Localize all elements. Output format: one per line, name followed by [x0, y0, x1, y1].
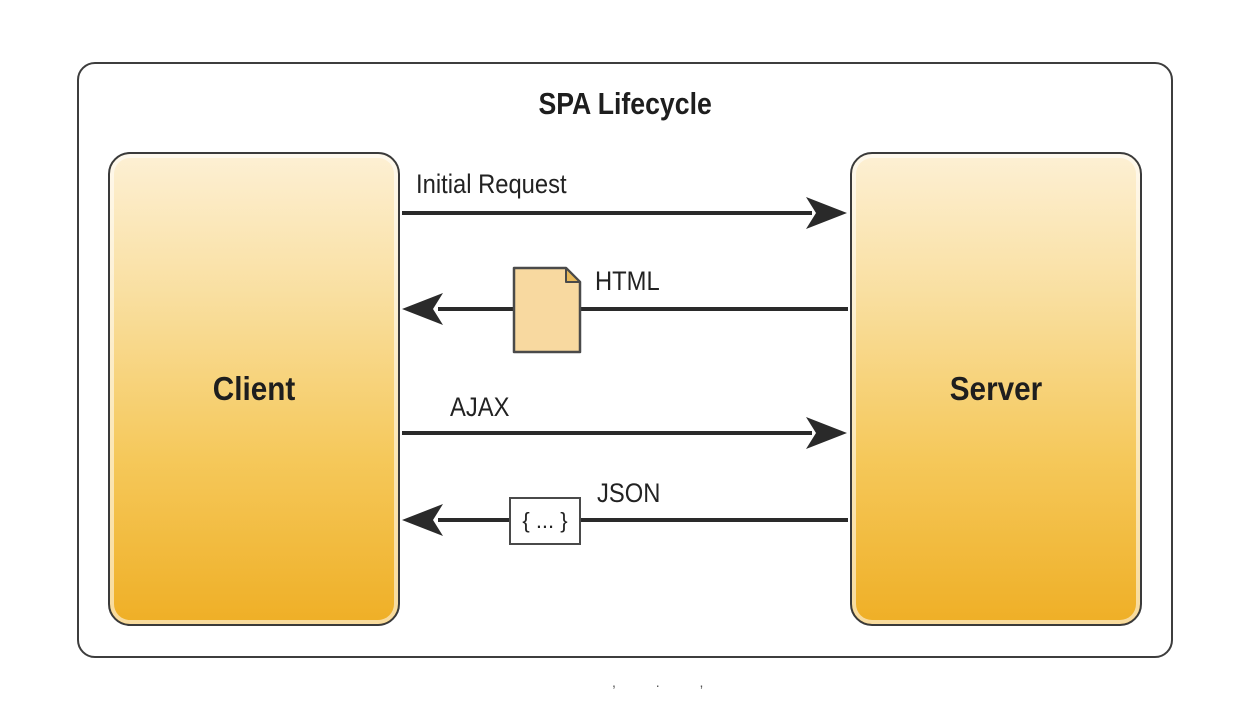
server-node: Server — [850, 152, 1142, 626]
edge-label-ajax: AJAX — [450, 392, 510, 422]
server-label: Server — [949, 370, 1043, 407]
edge-label-initial-request: Initial Request — [416, 169, 567, 199]
diagram-title: SPA Lifecycle — [538, 86, 712, 121]
client-node: Client — [108, 152, 400, 626]
footer-marks: , . , — [612, 674, 722, 690]
edge-label-html: HTML — [595, 266, 660, 296]
json-braces-icon: { ... } — [509, 497, 581, 545]
document-icon — [512, 266, 582, 354]
client-label: Client — [212, 370, 296, 407]
edge-label-json: JSON — [597, 478, 661, 508]
